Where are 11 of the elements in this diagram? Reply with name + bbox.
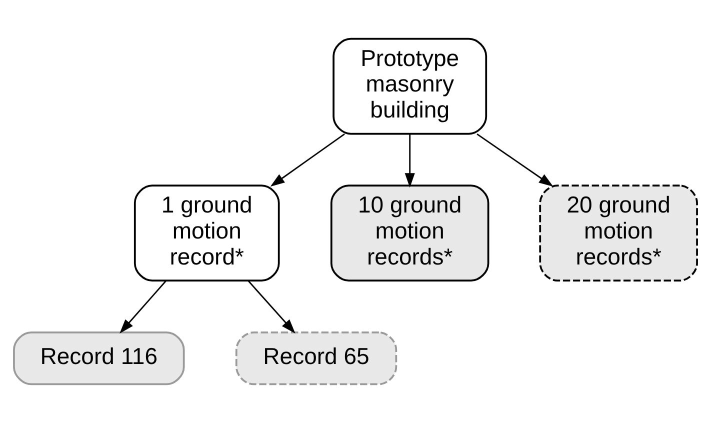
node-box: 10 ground motion records* bbox=[330, 184, 490, 282]
arrow bbox=[248, 280, 296, 333]
node-box: 20 ground motion records* bbox=[539, 184, 698, 282]
node-box: Record 65 bbox=[235, 330, 398, 385]
arrow bbox=[270, 132, 345, 186]
node-box: Prototype masonry building bbox=[332, 37, 488, 134]
node-box: Record 116 bbox=[13, 330, 185, 385]
arrow bbox=[404, 134, 415, 188]
arrow bbox=[120, 280, 167, 333]
node-box: 1 ground motion record* bbox=[134, 184, 280, 282]
arrow bbox=[476, 132, 554, 186]
